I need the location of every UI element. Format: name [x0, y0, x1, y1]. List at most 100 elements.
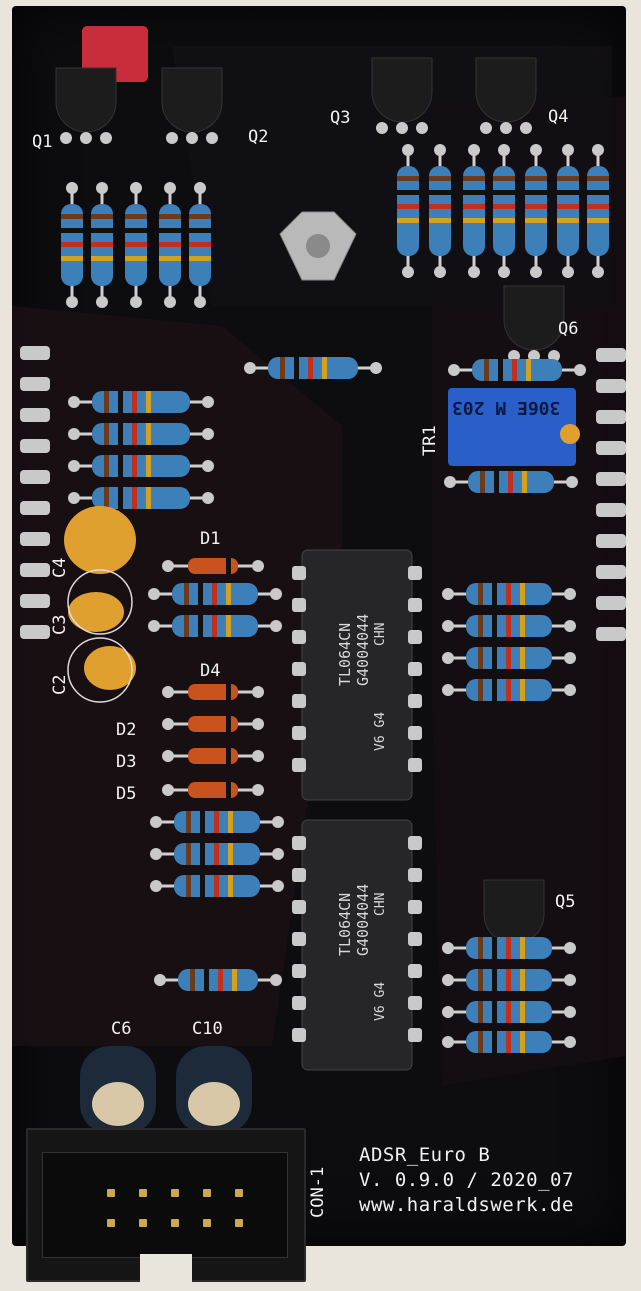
- resistor-mid-band: [280, 357, 285, 379]
- resistor-right-lower-band: [520, 937, 525, 959]
- resistor-top-right-pad: [592, 266, 604, 278]
- resistor-top-right-band: [493, 218, 515, 223]
- resistor-centre-left-band: [218, 969, 223, 991]
- resistor-right-lower-pad: [442, 942, 454, 954]
- resistor-centre-left-band: [200, 875, 205, 897]
- resistor-left-stack-band: [118, 391, 123, 413]
- resistor-centre-left-band: [198, 583, 203, 605]
- label-d2: D2: [116, 720, 137, 740]
- edge-pad: [20, 377, 50, 391]
- edge-pad: [596, 627, 626, 641]
- resistor-left-stack-band: [118, 487, 123, 509]
- resistor-top-right-band: [397, 218, 419, 223]
- resistor-right-stack-pad: [442, 588, 454, 600]
- resistor-left-stack-band: [132, 487, 137, 509]
- connector-pin: [235, 1189, 243, 1197]
- resistor-top-right-pad: [530, 144, 542, 156]
- resistor-top-left-band: [91, 214, 113, 219]
- diode-d2-band: [226, 716, 231, 732]
- resistor-left-stack: [92, 423, 190, 445]
- resistor-top-right-band: [429, 218, 451, 223]
- ic-u1-pin: [292, 662, 306, 676]
- resistor-centre-left-pad: [148, 620, 160, 632]
- resistor-left-stack-pad: [68, 396, 80, 408]
- resistor-right-upper-band: [484, 359, 489, 381]
- resistor-right-upper-band: [498, 359, 503, 381]
- connector-socket: [42, 1152, 288, 1258]
- resistor-left-stack-band: [132, 423, 137, 445]
- resistor-top-right-band: [463, 176, 485, 181]
- resistor-left-stack-pad: [68, 428, 80, 440]
- ic2-marking-line3: CHN: [373, 892, 388, 916]
- resistor-centre-left-band: [212, 583, 217, 605]
- edge-pad: [596, 565, 626, 579]
- resistor-centre-left-pad: [270, 620, 282, 632]
- transistor-q2-pad: [206, 132, 218, 144]
- connector-pin: [139, 1219, 147, 1227]
- resistor-left-stack-band: [118, 455, 123, 477]
- diode-d1-band: [226, 558, 231, 574]
- resistor-mid-band: [322, 357, 327, 379]
- ic-u2-pin: [292, 836, 306, 850]
- resistor-right-lower-band: [478, 1031, 483, 1053]
- resistor-top-right: [587, 166, 609, 256]
- transistor-q4-pad: [480, 122, 492, 134]
- ic-u1-pin: [292, 694, 306, 708]
- diode-d2-pad: [252, 718, 264, 730]
- connector-pin: [107, 1219, 115, 1227]
- diode-d5: [188, 782, 238, 798]
- resistor-top-right: [525, 166, 547, 256]
- connector-pin: [203, 1219, 211, 1227]
- resistor-top-right-pad: [562, 144, 574, 156]
- diode-d1-pad: [252, 560, 264, 572]
- ic-u2-pin: [408, 1028, 422, 1042]
- transistor-q6: [503, 285, 565, 351]
- resistor-top-right-band: [525, 190, 547, 195]
- resistor-top-left-pad: [164, 296, 176, 308]
- resistor-top-left-pad: [66, 182, 78, 194]
- label-d4: D4: [200, 661, 221, 681]
- resistor-right-upper-pad: [448, 364, 460, 376]
- ic-u1-pin: [408, 726, 422, 740]
- resistor-top-left-band: [91, 256, 113, 261]
- pcb-artwork: [12, 26, 626, 1134]
- label-con1: CON-1: [308, 1166, 328, 1218]
- resistor-top-left-band: [189, 242, 211, 247]
- resistor-centre-left-pad: [272, 816, 284, 828]
- resistor-right-stack-band: [492, 647, 497, 669]
- transistor-q3-pad: [376, 122, 388, 134]
- ic1-marking-line4: V6 G4: [373, 711, 388, 751]
- resistor-right-stack-band: [492, 679, 497, 701]
- diode-d4-pad: [252, 686, 264, 698]
- ic-u2-pin: [292, 868, 306, 882]
- pcb-board: Q1 Q2 Q3 Q4 Q5 Q6 TR1 D1 D4 D2 D3 D5 C4 …: [12, 6, 626, 1246]
- resistor-right-upper-pad: [574, 364, 586, 376]
- label-c4: C4: [50, 557, 70, 578]
- resistor-centre-left-band: [212, 615, 217, 637]
- resistor-centre-left-pad: [270, 588, 282, 600]
- diode-d3-pad: [252, 750, 264, 762]
- diode-d3-pad: [162, 750, 174, 762]
- resistor-right-lower-band: [478, 1001, 483, 1023]
- ic-u1-pin: [408, 630, 422, 644]
- resistor-left-stack-pad: [202, 428, 214, 440]
- resistor-top-right-pad: [562, 266, 574, 278]
- resistor-top-left-band: [159, 242, 181, 247]
- resistor-left-stack-band: [104, 487, 109, 509]
- resistor-top-right-band: [525, 204, 547, 209]
- resistor-centre-left-pad: [272, 880, 284, 892]
- edge-pad: [596, 472, 626, 486]
- connector-pin: [235, 1219, 243, 1227]
- resistor-top-right: [493, 166, 515, 256]
- resistor-top-right-pad: [434, 144, 446, 156]
- ic-u1-pin: [292, 758, 306, 772]
- ic-u1-pin: [292, 598, 306, 612]
- resistor-top-right-band: [587, 190, 609, 195]
- transistor-q2-pad: [186, 132, 198, 144]
- ic-u2-pin: [292, 932, 306, 946]
- resistor-left-stack-pad: [202, 396, 214, 408]
- ic-u1-pin: [292, 566, 306, 580]
- resistor-top-left-band: [91, 228, 113, 233]
- resistor-top-left-pad: [130, 296, 142, 308]
- resistor-right-lower-band: [478, 969, 483, 991]
